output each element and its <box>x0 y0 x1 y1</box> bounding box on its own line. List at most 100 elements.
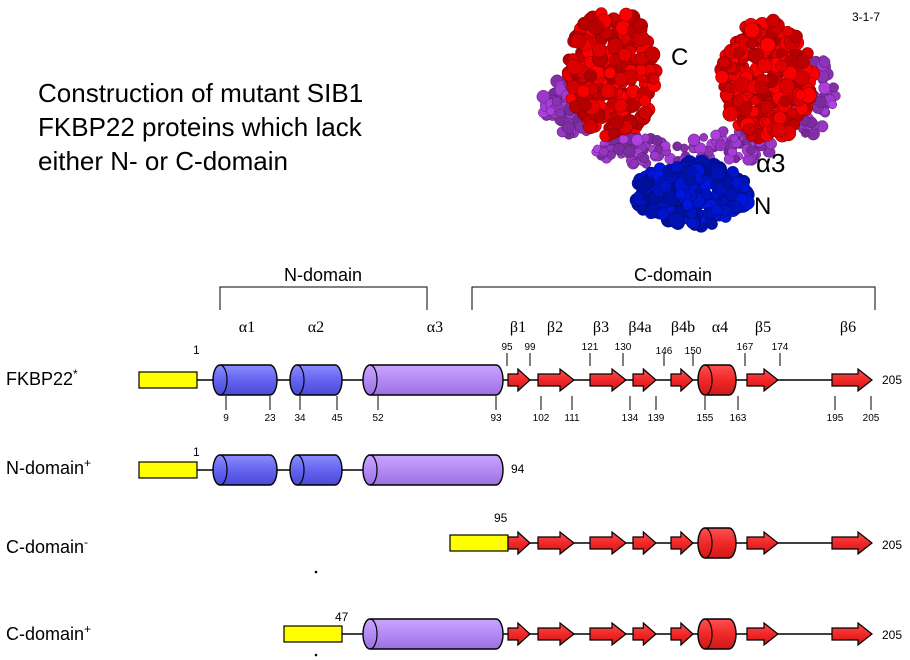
structure-atom <box>782 25 794 37</box>
ndomain-end: 94 <box>511 462 525 476</box>
structure-atom <box>675 188 686 200</box>
residue-34: 34 <box>294 413 306 424</box>
cminus-start: 95 <box>494 511 508 525</box>
structure-atom <box>739 182 751 193</box>
residue-155: 155 <box>697 413 714 424</box>
residue-174: 174 <box>772 342 789 353</box>
structure-atom <box>827 99 838 110</box>
structure-atom <box>576 84 590 98</box>
fkbp22-start: 1 <box>193 343 200 357</box>
residue-52: 52 <box>372 413 384 424</box>
structure-label-c: C <box>671 44 689 71</box>
strand-beta4a <box>632 367 657 393</box>
strand-beta6 <box>831 530 873 556</box>
strand-beta2 <box>537 367 575 393</box>
fkbp22-sup: * <box>73 367 78 381</box>
strand-beta4b <box>670 530 694 556</box>
helix-alpha2-end <box>296 364 305 396</box>
residue-9: 9 <box>223 413 229 424</box>
label-beta4a: β4a <box>628 319 651 336</box>
strand-beta2 <box>537 621 575 647</box>
strand-beta4a <box>632 530 657 556</box>
structure-atom <box>818 56 831 68</box>
structure-atom <box>787 107 799 119</box>
structure-atom <box>555 108 565 118</box>
structure-atom <box>551 96 562 107</box>
residue-146: 146 <box>656 346 673 357</box>
slide-number: 3-1-7 <box>852 10 881 24</box>
structure-label-alpha3: α3 <box>756 148 786 178</box>
tag-box <box>138 371 198 389</box>
helix-alpha1-end <box>219 454 228 486</box>
helix-alpha3-end <box>369 618 378 650</box>
structure-atom <box>672 141 683 152</box>
structure-atom <box>614 71 628 86</box>
structure-atom <box>545 106 556 116</box>
structure-atom <box>724 82 735 93</box>
structure-c-domain-left <box>561 7 663 142</box>
structure-c-domain-right <box>714 13 821 145</box>
cminus-end: 205 <box>882 538 902 552</box>
construct-fkbp22 <box>138 364 873 396</box>
structure-atom <box>644 46 661 62</box>
strand-beta2 <box>537 530 575 556</box>
structure-atom <box>583 69 598 83</box>
helix-alpha3 <box>362 454 504 486</box>
structure-atom <box>779 78 796 95</box>
helix-alpha4 <box>697 618 737 650</box>
structure-atom <box>718 56 731 69</box>
label-alpha1: α1 <box>239 319 255 336</box>
residue-102: 102 <box>533 413 550 424</box>
residue-130: 130 <box>615 342 632 353</box>
residue-167: 167 <box>737 342 754 353</box>
strand-beta5 <box>746 367 779 393</box>
strand-beta6 <box>831 367 873 393</box>
structure-atom <box>766 13 781 28</box>
residue-121: 121 <box>582 342 599 353</box>
c-domain-bracket <box>471 286 876 310</box>
structure-atom <box>668 212 684 229</box>
structure-atom <box>608 54 621 66</box>
construct-name-cplus: C-domain+ <box>6 622 91 645</box>
structure-atom <box>801 129 810 138</box>
stray-dot-2 <box>314 653 318 657</box>
title-line-2: FKBP22 proteins which lack <box>38 112 362 142</box>
structure-atom <box>682 199 694 211</box>
ndomain-start: 1 <box>193 445 200 459</box>
construct-c-domain-plus <box>283 618 873 650</box>
cplus-start: 47 <box>335 610 349 624</box>
structure-atom <box>607 37 624 54</box>
helix-alpha3 <box>362 618 504 650</box>
construct-c-domain-minus <box>449 527 873 559</box>
helix-alpha1 <box>212 454 278 486</box>
helix-alpha2 <box>289 364 343 396</box>
n-domain-label: N-domain <box>284 265 362 285</box>
structure-label-n: N <box>754 193 772 220</box>
cminus-name: C-domain <box>6 537 85 557</box>
structure-atom <box>732 47 745 59</box>
structure-atom <box>634 177 652 194</box>
structure-atom <box>536 89 551 104</box>
structure-atom <box>570 33 586 49</box>
helix-alpha3-end <box>369 364 378 396</box>
construct-name-cminus: C-domain- <box>6 535 88 558</box>
cplus-end: 205 <box>882 628 902 642</box>
strand-beta4a <box>632 621 657 647</box>
structure-atom <box>794 89 806 101</box>
structure-atom <box>829 82 839 93</box>
structure-atom <box>742 122 756 137</box>
structure-atom <box>617 47 633 62</box>
strand-beta4b <box>670 621 694 647</box>
structure-n-domain <box>629 154 755 233</box>
structure-atom <box>722 105 739 122</box>
structure-atom <box>651 135 663 146</box>
structure-atom <box>639 153 650 164</box>
helix-alpha1-end <box>219 364 228 396</box>
strand-beta3 <box>589 367 627 393</box>
structure-atom <box>613 98 628 113</box>
ndomain-name: N-domain <box>6 458 85 478</box>
structure-atom <box>582 119 598 135</box>
strand-beta5 <box>746 621 779 647</box>
